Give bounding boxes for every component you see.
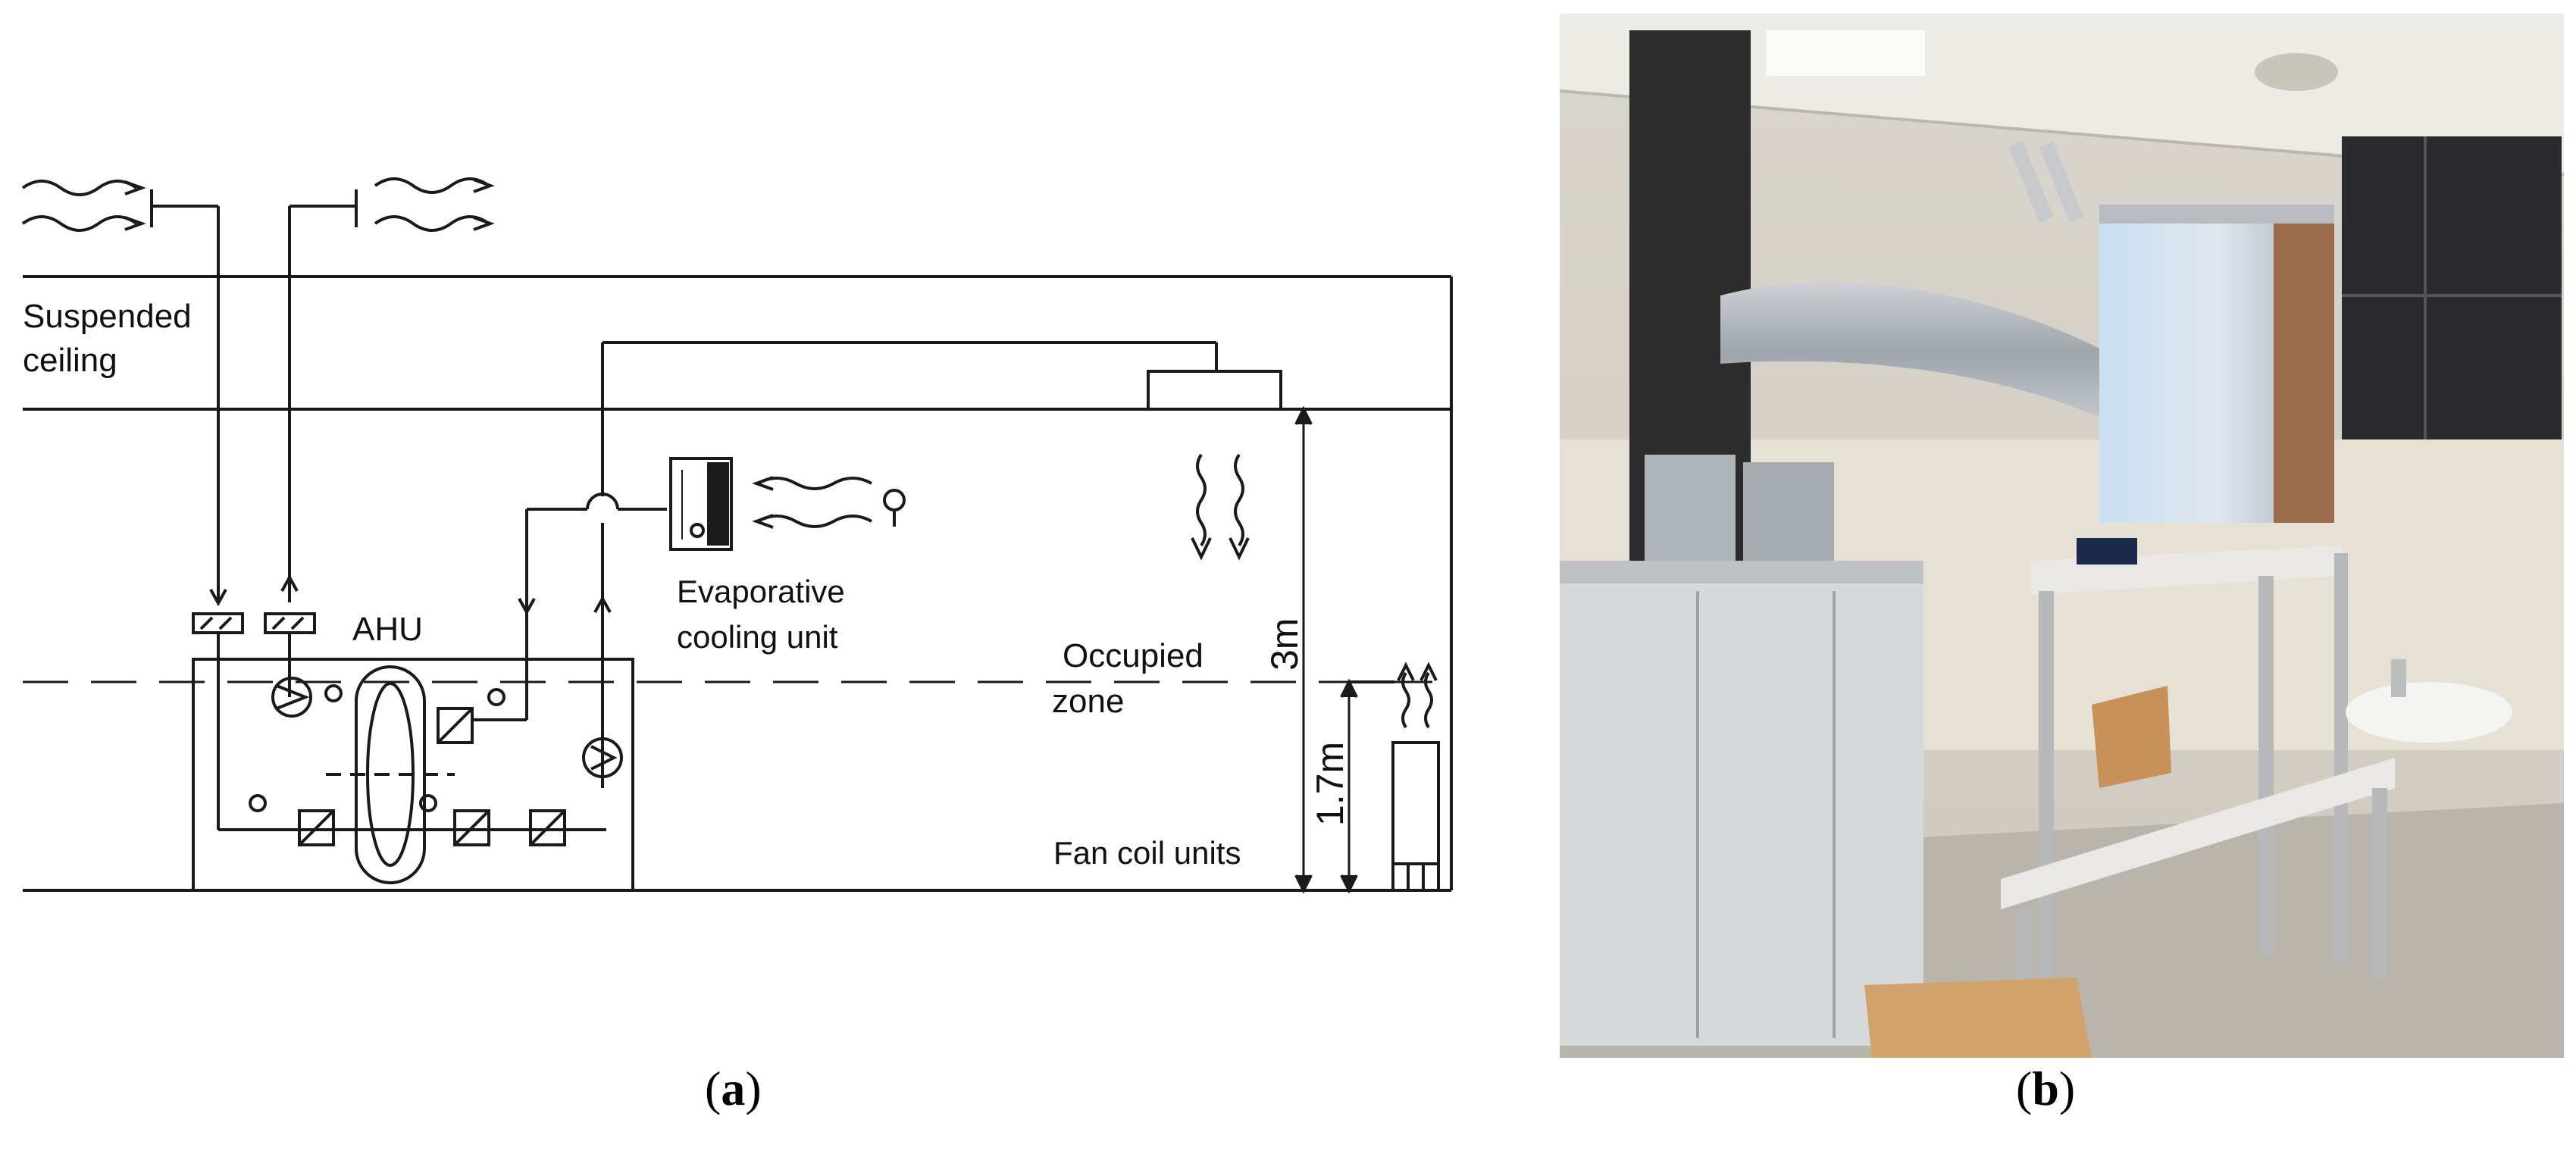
label-occupied: Occupied — [1063, 637, 1203, 674]
evaporative-cooling-unit — [669, 457, 733, 551]
label-3m: 3m — [1263, 618, 1306, 671]
dimension-3m — [1294, 405, 1313, 894]
ahu-internals — [217, 633, 623, 884]
ceiling-cooling-panel — [1147, 370, 1282, 411]
label-evaporative: Evaporative — [677, 574, 845, 609]
caption-a: (a) — [705, 1062, 762, 1115]
label-1-7m: 1.7m — [1309, 742, 1351, 826]
intake-duct — [150, 189, 227, 607]
exhaust-air-arrows — [374, 177, 495, 232]
exhaust-duct — [280, 189, 358, 602]
evap-intake-arrows — [752, 476, 872, 529]
caption-b-letter: b — [2032, 1062, 2059, 1115]
label-cooling-unit: cooling unit — [677, 619, 838, 655]
label-ahu: AHU — [352, 611, 423, 648]
hvac-schematic-diagram: Suspended ceiling Evaporative cooling un… — [21, 177, 1453, 894]
fan-coil-upflow-arrows — [1397, 662, 1438, 729]
label-ceiling: ceiling — [23, 342, 117, 379]
caption-a-letter: a — [721, 1062, 746, 1115]
label-suspended: Suspended — [23, 298, 192, 335]
ceiling-downflow-arrows — [1191, 453, 1250, 561]
intake-air-arrows — [21, 180, 146, 232]
caption-b: (b) — [2016, 1062, 2076, 1115]
ceiling-supply-pipe — [586, 341, 1218, 788]
label-zone: zone — [1052, 683, 1124, 720]
label-fan-coil-units: Fan coil units — [1053, 835, 1241, 871]
outdoor-sensor-icon — [883, 489, 906, 527]
ahu-box — [192, 658, 634, 892]
fan-coil-unit — [1349, 680, 1440, 892]
